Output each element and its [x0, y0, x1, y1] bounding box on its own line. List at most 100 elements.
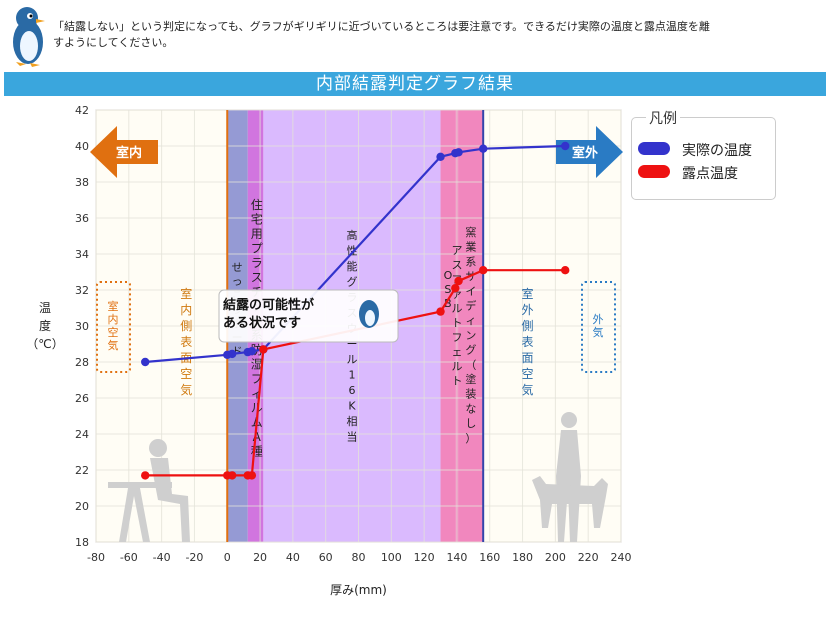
vertical-char: グ [346, 275, 357, 289]
vertical-char: 用 [251, 227, 263, 241]
legend-swatch-actual [638, 142, 670, 155]
vertical-char: A [253, 430, 262, 444]
vertical-char: 内 [180, 303, 192, 317]
vertical-char: グ [465, 343, 476, 357]
data-point-0 [247, 347, 257, 356]
y-tick-label: 38 [75, 176, 89, 189]
vertical-char: プ [251, 242, 263, 256]
vertical-char: 内 [108, 312, 119, 326]
outside-arrow-icon [556, 126, 623, 178]
table-silhouette-icon [108, 482, 172, 542]
person-head-silhouette-icon [149, 439, 167, 457]
person-body-silhouette-icon [150, 458, 190, 542]
vertical-char: ア [451, 244, 462, 257]
vertical-char: イ [465, 285, 476, 298]
y-axis-label-3: （℃） [26, 337, 63, 351]
y-axis-label-1: 温 [39, 301, 51, 315]
vertical-char: 側 [521, 319, 533, 333]
vertical-char: ェ [451, 346, 462, 359]
data-point-1 [259, 345, 268, 354]
y-tick-label: 18 [75, 536, 89, 549]
vertical-char: ス [451, 259, 462, 272]
vertical-char: せ [232, 261, 243, 274]
vertical-char: 気 [108, 338, 119, 352]
x-tick-label: 80 [352, 551, 366, 564]
data-point-1 [454, 276, 463, 286]
x-tick-label: 20 [253, 551, 267, 564]
vertical-char: 6 [348, 384, 355, 397]
warning-text-line1: 結露の可能性が [223, 297, 314, 313]
outside-air-label: 外気 [593, 313, 604, 339]
vertical-char: ァ [451, 288, 462, 301]
vertical-char: ） [465, 432, 476, 445]
vertical-char: 宅 [251, 212, 263, 227]
vertical-char: K [348, 400, 356, 413]
x-tick-label: 160 [479, 551, 500, 564]
inside-arrow-label: 室内 [116, 145, 142, 161]
vertical-char: 室 [521, 286, 533, 301]
data-point-0 [141, 357, 150, 367]
vertical-char: 塗 [465, 372, 476, 386]
vertical-char: 高 [346, 228, 357, 242]
y-tick-label: 22 [75, 464, 89, 477]
data-point-0 [478, 144, 488, 153]
x-tick-label: 100 [381, 551, 402, 564]
vertical-char: 室 [108, 299, 119, 313]
y-tick-label: 24 [75, 428, 89, 441]
vertical-char: 表 [180, 335, 192, 349]
x-tick-label: 200 [545, 551, 566, 564]
x-axis-label: 厚み(mm) [330, 583, 387, 597]
y-tick-label: 28 [75, 356, 89, 369]
x-tick-label: -80 [87, 551, 105, 564]
data-point-1 [451, 284, 460, 293]
vertical-char: 装 [465, 388, 476, 401]
vertical-char: S [444, 283, 451, 296]
x-tick-label: -20 [185, 551, 203, 564]
vertical-char: ル [251, 401, 263, 415]
vertical-char: 空 [108, 325, 119, 339]
warning-box [218, 289, 399, 343]
vertical-char: ト [451, 317, 462, 330]
x-tick-label: 60 [319, 551, 333, 564]
vertical-char: 当 [346, 430, 357, 444]
vertical-char: 相 [346, 415, 357, 428]
vertical-char: ル [346, 353, 357, 366]
y-tick-label: 20 [75, 500, 89, 513]
vertical-char: 気 [593, 325, 604, 339]
x-tick-label: 180 [512, 551, 533, 564]
woman-head-silhouette-icon [561, 412, 577, 428]
y-tick-label: 30 [75, 320, 89, 333]
y-tick-label: 34 [75, 248, 89, 261]
vertical-char: B [444, 297, 452, 310]
data-point-1 [561, 266, 570, 275]
vertical-char: 性 [346, 244, 357, 258]
vertical-char: フ [451, 331, 462, 344]
data-point-0 [227, 349, 237, 359]
vertical-char: ド [232, 345, 243, 358]
vertical-char: な [465, 402, 476, 415]
vertical-char: ル [451, 302, 462, 315]
legend-label-dew: 露点温度 [682, 166, 738, 182]
vertical-char: ト [451, 375, 462, 388]
x-tick-label: -40 [153, 551, 171, 564]
inside-arrow-icon [90, 126, 158, 178]
vertical-char: ス [251, 271, 263, 285]
vertical-char: 表 [521, 335, 533, 349]
legend-swatch-dew [638, 165, 670, 178]
legend: 凡例 実際の温度 露点温度 [631, 108, 776, 200]
layer-label-3: OSB [444, 269, 453, 310]
vertical-char: 空 [521, 367, 533, 381]
legend-label-actual: 実際の温度 [682, 143, 752, 159]
data-point-1 [227, 471, 237, 480]
vertical-char: 面 [521, 351, 533, 365]
vertical-char: 気 [180, 382, 192, 397]
outside-arrow-label: 室外 [572, 145, 598, 161]
notice-text: 「結露しない」という判定になっても、グラフがギリギリに近づいているところは要注意… [53, 20, 710, 49]
vertical-char: デ [465, 299, 476, 313]
data-point-0 [561, 141, 570, 151]
x-tick-label: 140 [446, 551, 467, 564]
vertical-char: O [444, 269, 453, 282]
